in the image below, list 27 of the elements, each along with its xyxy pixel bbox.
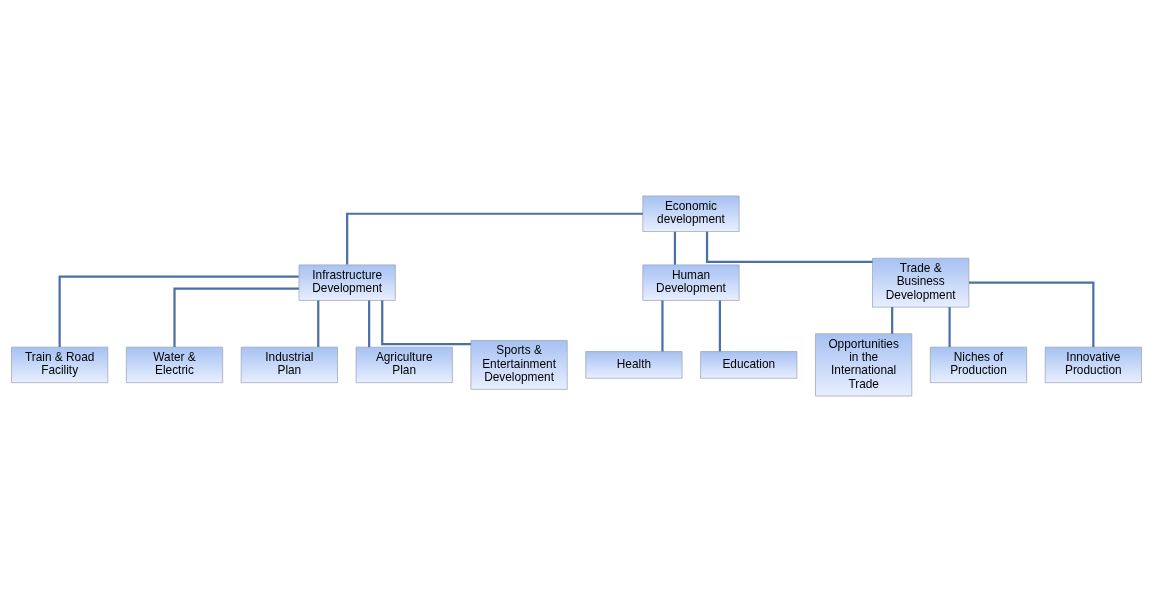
- connector: [948, 307, 951, 347]
- node-box: Industrial Plan: [240, 346, 338, 384]
- node-box: Opportunities in the International Trade: [815, 333, 913, 397]
- node-box: Human Development: [642, 264, 740, 301]
- node-box: Infrastructure Development: [298, 264, 396, 301]
- node-box: Niches of Production: [929, 346, 1028, 384]
- connector: [969, 281, 1095, 348]
- connector: [705, 231, 873, 264]
- node-box: Agriculture Plan: [355, 346, 453, 384]
- node-box: Innovative Production: [1044, 346, 1142, 384]
- connector: [673, 231, 677, 265]
- connector: [381, 300, 471, 346]
- node-box: Education: [700, 351, 798, 379]
- connector: [58, 275, 299, 348]
- node-box: Water & Electric: [125, 346, 224, 384]
- connector: [661, 300, 664, 352]
- connector: [718, 300, 721, 352]
- node-box: Economic development: [642, 195, 740, 232]
- connector: [317, 300, 320, 348]
- connector: [173, 287, 299, 347]
- node-box: Sports & Entertainment Development: [470, 340, 568, 390]
- node-box: Train & Road Facility: [11, 346, 109, 384]
- connector: [368, 300, 371, 348]
- connector: [891, 307, 894, 334]
- node-box: Trade & Business Development: [872, 257, 970, 308]
- connector: [346, 212, 643, 265]
- node-box: Health: [585, 351, 683, 379]
